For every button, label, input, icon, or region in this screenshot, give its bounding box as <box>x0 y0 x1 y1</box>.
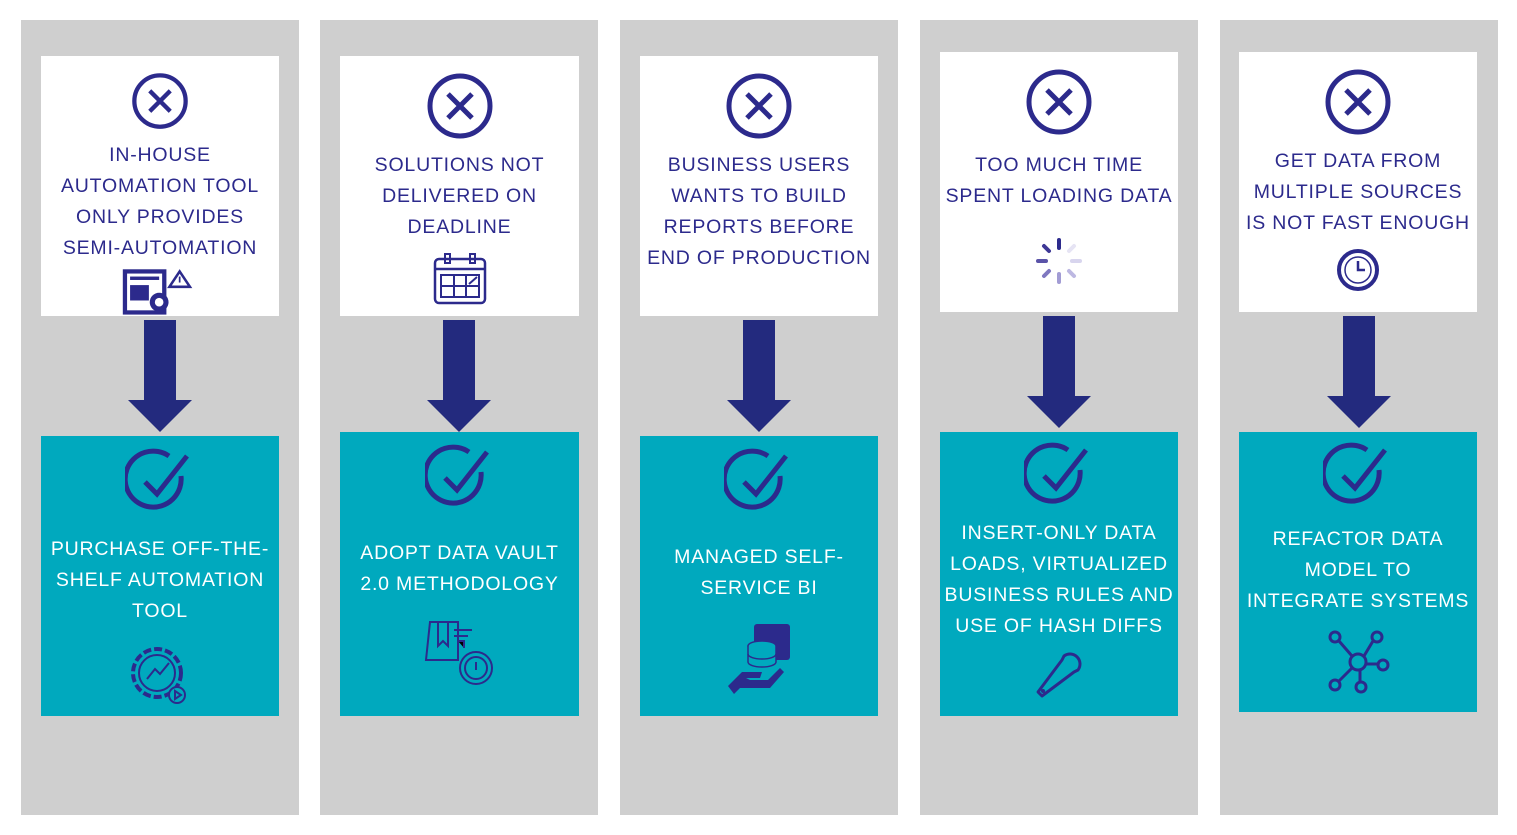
arrow-down-icon <box>727 320 791 432</box>
solution-text: PURCHASE OFF-THE-SHELF AUTOMATION TOOL <box>50 538 270 622</box>
column-2: SOLUTIONS NOT DELIVERED ON DEADLINE ADOP… <box>320 20 598 815</box>
problem-text: BUSINESS USERS WANTS TO BUILD REPORTS BE… <box>647 154 871 269</box>
database-hand-icon <box>728 624 790 694</box>
problem-box: IN-HOUSE AUTOMATION TOOL ONLY PROVIDES S… <box>41 56 279 316</box>
problem-text: IN-HOUSE AUTOMATION TOOL ONLY PROVIDES S… <box>60 144 259 260</box>
arrow-down-icon <box>1327 316 1391 428</box>
x-circle-icon <box>726 73 792 139</box>
problem-box: TOO MUCH TIME SPENT LOADING DATA <box>940 52 1178 312</box>
solution-box: INSERT-ONLY DATA LOADS, VIRTUALIZED BUSI… <box>940 432 1178 716</box>
problem-box: BUSINESS USERS WANTS TO BUILD REPORTS BE… <box>640 56 878 316</box>
solution-box: PURCHASE OFF-THE-SHELF AUTOMATION TOOL <box>41 436 279 716</box>
column-3: BUSINESS USERS WANTS TO BUILD REPORTS BE… <box>620 20 898 815</box>
x-circle-icon <box>1325 69 1391 135</box>
solution-text: MANAGED SELF-SERVICE BI <box>674 546 844 599</box>
solution-text: INSERT-ONLY DATA LOADS, VIRTUALIZED BUSI… <box>944 522 1174 637</box>
calendar-icon <box>433 253 486 305</box>
automation-warning-icon <box>122 269 193 315</box>
x-circle-icon <box>427 73 492 139</box>
x-circle-icon <box>1026 69 1092 135</box>
problem-box: SOLUTIONS NOT DELIVERED ON DEADLINE <box>340 56 579 316</box>
check-circle-icon <box>1323 442 1387 504</box>
clock-icon <box>1337 249 1379 291</box>
check-circle-icon <box>1024 442 1088 504</box>
problem-box: GET DATA FROM MULTIPLE SOURCES IS NOT FA… <box>1239 52 1477 312</box>
delivery-stopwatch-icon <box>424 621 493 685</box>
solution-box: MANAGED SELF-SERVICE BI <box>640 436 878 716</box>
problem-text: GET DATA FROM MULTIPLE SOURCES IS NOT FA… <box>1246 150 1470 234</box>
column-4: TOO MUCH TIME SPENT LOADING DATA INSERT-… <box>920 20 1198 815</box>
wrench-icon <box>1036 652 1082 698</box>
network-hub-icon <box>1328 630 1390 694</box>
arrow-down-icon <box>1027 316 1091 428</box>
column-5: GET DATA FROM MULTIPLE SOURCES IS NOT FA… <box>1220 20 1498 815</box>
loading-spinner-icon <box>1036 238 1082 284</box>
problem-text: TOO MUCH TIME SPENT LOADING DATA <box>945 154 1173 207</box>
solution-text: ADOPT DATA VAULT 2.0 METHODOLOGY <box>360 542 559 595</box>
check-circle-icon <box>125 448 189 510</box>
x-circle-icon <box>132 73 188 129</box>
solution-box: REFACTOR DATA MODEL TO INTEGRATE SYSTEMS <box>1239 432 1477 712</box>
problem-text: SOLUTIONS NOT DELIVERED ON DEADLINE <box>374 154 545 238</box>
gear-growth-icon <box>131 647 186 704</box>
check-circle-icon <box>724 448 788 510</box>
arrow-down-icon <box>128 320 192 432</box>
check-circle-icon <box>424 444 489 506</box>
solution-box: ADOPT DATA VAULT 2.0 METHODOLOGY <box>340 432 579 716</box>
solution-text: REFACTOR DATA MODEL TO INTEGRATE SYSTEMS <box>1246 528 1470 612</box>
column-1: IN-HOUSE AUTOMATION TOOL ONLY PROVIDES S… <box>21 20 299 815</box>
arrow-down-icon <box>427 320 491 432</box>
